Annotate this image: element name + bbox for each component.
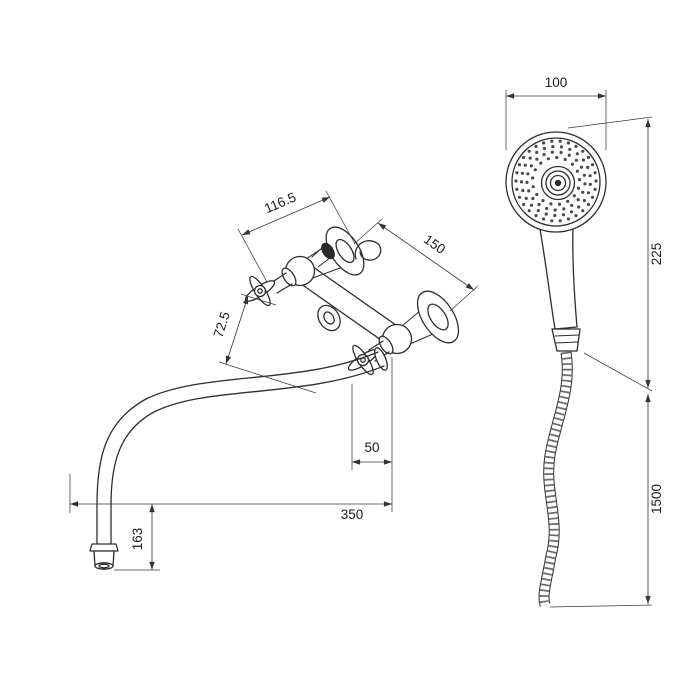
shower-outlet-nipple <box>321 242 335 260</box>
dim-handset-length: 225 <box>567 116 664 392</box>
handset-handle <box>539 225 578 330</box>
dim-label-spout-drop: 163 <box>130 528 145 551</box>
dim-label-wall-centers: 150 <box>421 232 448 257</box>
dim-spout-reach: 350 <box>69 474 392 522</box>
faucet-assembly <box>89 226 460 570</box>
spray-holes-icon <box>514 139 598 223</box>
dim-label-spout-reach: 350 <box>341 507 364 522</box>
dim-label-hose-length: 1500 <box>649 484 664 514</box>
shower-handset <box>505 131 607 352</box>
dim-spout-drop: 163 <box>114 503 160 571</box>
spout <box>89 347 388 570</box>
dim-label-body-width: 116.5 <box>262 190 298 217</box>
dim-label-head-diameter: 100 <box>545 75 568 90</box>
wall-flange-right <box>416 290 460 344</box>
dim-handle-offset: 72.5 <box>211 293 317 394</box>
dim-head-diameter: 100 <box>505 75 607 150</box>
cross-handle-right <box>347 344 379 376</box>
body-cap <box>317 304 341 332</box>
wall-flange-left <box>325 226 365 276</box>
cross-handle-left <box>244 275 276 307</box>
dimensions: 116.5 150 72.5 50 350 16 <box>69 75 664 608</box>
dim-spout-offset: 50 <box>351 357 393 512</box>
dim-label-handle-offset: 72.5 <box>211 310 233 340</box>
dim-wall-centers: 150 <box>353 218 479 312</box>
dim-hose-length: 1500 <box>549 394 664 608</box>
dim-label-spout-offset: 50 <box>364 440 379 455</box>
dim-label-handset-length: 225 <box>649 243 664 266</box>
shower-face-plate <box>511 137 601 227</box>
shower-hose <box>538 351 573 607</box>
hose-nut <box>551 328 581 352</box>
spout-outlet <box>89 543 119 552</box>
mixer-body <box>305 261 404 331</box>
